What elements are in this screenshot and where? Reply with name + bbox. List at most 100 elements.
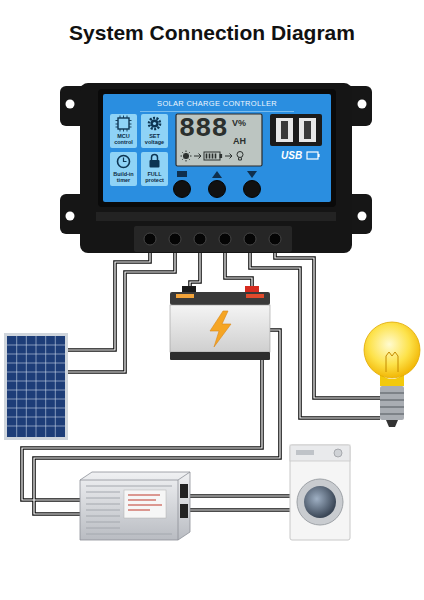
gear-icon	[149, 118, 160, 129]
inverter	[80, 472, 190, 540]
wire	[68, 250, 175, 372]
chip-icon	[116, 116, 132, 132]
battery	[170, 286, 270, 360]
function-icon-box: MCU control	[110, 114, 137, 148]
usb-battery-icon	[307, 152, 318, 159]
controller-housing	[60, 83, 372, 253]
inverter-socket	[180, 484, 188, 498]
battery-case	[170, 305, 270, 352]
inverter-socket	[180, 504, 188, 518]
terminal-hole	[194, 233, 206, 245]
inverter-fins	[86, 486, 172, 534]
bulb-filament	[386, 352, 398, 372]
button-glyph	[247, 171, 257, 178]
lcd-unit: AH	[233, 136, 246, 146]
bulb-tip	[386, 420, 398, 427]
lcd-unit: V%	[232, 118, 246, 128]
padlock-icon	[150, 155, 160, 168]
mount-hole	[66, 100, 75, 109]
wire	[188, 495, 291, 496]
icon-caption: MCU control	[112, 134, 135, 146]
lcd-battery-bars	[207, 154, 216, 159]
washing-machine	[290, 445, 350, 540]
bulb-base	[380, 386, 404, 420]
washer-door-ring	[297, 479, 343, 525]
diagram-title: System Connection Diagram	[0, 20, 424, 46]
wire	[188, 508, 291, 512]
function-icon-box: Build-in timer	[110, 152, 137, 186]
housing-body	[80, 83, 352, 253]
wire	[68, 250, 150, 350]
usb-port	[276, 118, 293, 142]
solar-panel	[4, 333, 68, 440]
icon-caption: FULL protect	[143, 172, 166, 184]
terminal-holes	[144, 233, 281, 245]
icon-box-shape	[110, 152, 137, 186]
panel-heading: SOLAR CHARGE CONTROLLER	[103, 99, 331, 108]
panel-frame	[4, 333, 68, 440]
buttons	[174, 171, 261, 198]
terminal-hole	[169, 233, 181, 245]
lcd-display: 888 V% AH	[176, 114, 262, 166]
padlock-shackle	[152, 155, 158, 161]
terminal-block	[134, 226, 292, 252]
washer-control-panel	[290, 445, 350, 461]
usb-battery-tip	[318, 154, 320, 157]
lcd-icons	[181, 151, 244, 162]
push-button	[244, 181, 261, 198]
lcd-arrow	[194, 154, 201, 159]
controller-panel: SOLAR CHARGE CONTROLLER MCU control SET vo…	[103, 94, 331, 202]
bulb-thread	[380, 393, 404, 414]
button-glyph	[177, 171, 187, 177]
lightning-symbol	[210, 311, 231, 347]
inverter-case	[80, 472, 190, 540]
housing-groove	[96, 212, 336, 221]
function-icon-box: FULL protect	[141, 152, 168, 186]
lcd-sun-rays	[181, 151, 192, 162]
battery-lid	[170, 292, 270, 305]
battery-base	[170, 352, 270, 360]
terminal-hole	[219, 233, 231, 245]
lcd-battery-tip	[220, 155, 222, 158]
wire	[188, 494, 291, 498]
gear-body	[151, 120, 159, 128]
lcd-shape	[176, 114, 262, 166]
washer-drawer	[296, 450, 314, 455]
chip-pins	[116, 116, 132, 132]
inverter-label-plate	[124, 490, 166, 518]
terminal-hole	[144, 233, 156, 245]
washer-knob	[334, 449, 342, 457]
mount-hole	[66, 212, 75, 221]
washer-door-glass	[304, 486, 336, 518]
port-label: USB	[281, 150, 302, 162]
lcd-bulb-base	[239, 158, 242, 161]
washer-body	[290, 445, 350, 540]
terminal-hole	[244, 233, 256, 245]
button-glyph	[212, 171, 222, 178]
wire	[68, 250, 150, 350]
battery-lid-mark	[246, 294, 264, 298]
gear-hub	[153, 122, 156, 125]
push-button	[174, 181, 191, 198]
padlock-body	[150, 160, 160, 168]
icon-box-shapes	[110, 114, 168, 186]
wire	[275, 250, 380, 398]
wire	[275, 250, 380, 398]
bulb-glass	[364, 322, 420, 378]
clock-face	[118, 156, 130, 168]
lcd-arrow	[225, 154, 232, 159]
light-bulb	[364, 322, 420, 427]
battery-lid-mark	[176, 294, 194, 298]
clock-icon	[118, 156, 130, 168]
panel-cells	[7, 336, 65, 437]
icon-caption: Build-in timer	[112, 172, 135, 184]
icon-box-shape	[141, 152, 168, 186]
mount-hole	[358, 100, 367, 109]
usb-housing	[270, 114, 322, 146]
gear-teeth	[149, 118, 160, 129]
function-icon-box: SET voltage	[141, 114, 168, 148]
wire	[188, 509, 291, 510]
lcd-digits: 888	[179, 115, 228, 143]
push-button	[209, 181, 226, 198]
